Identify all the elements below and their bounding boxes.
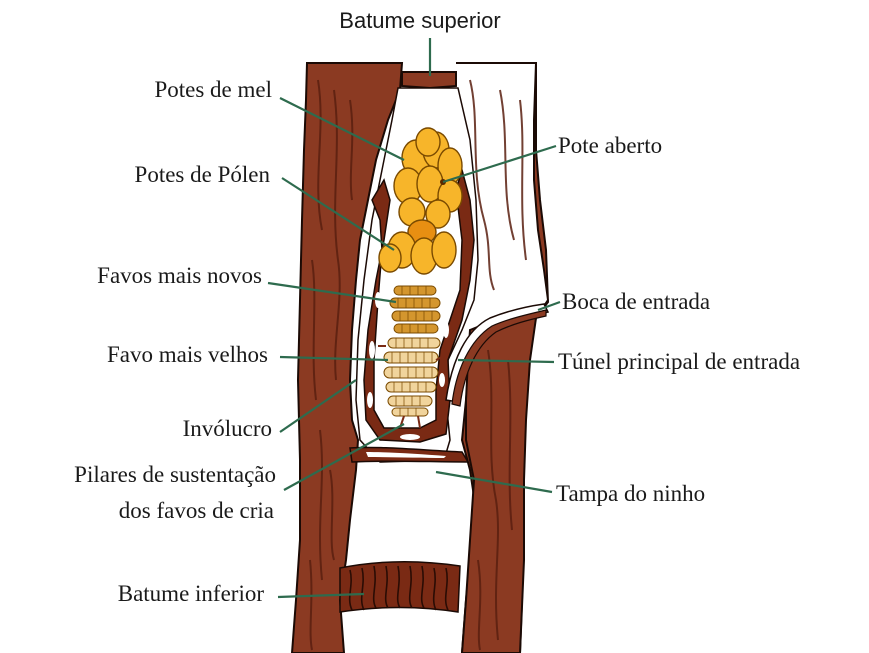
label-batume-inferior: Batume inferior xyxy=(118,581,265,606)
label-involucro: Invólucro xyxy=(183,416,272,441)
label-boca-de-entrada: Boca de entrada xyxy=(562,289,710,314)
label-potes-de-mel: Potes de mel xyxy=(154,77,272,102)
label-favos-mais-novos: Favos mais novos xyxy=(97,263,262,288)
label-favo-mais-velhos: Favo mais velhos xyxy=(107,342,268,367)
label-batume-superior: Batume superior xyxy=(339,8,500,33)
label-pote-aberto: Pote aberto xyxy=(558,133,662,158)
label-tampa-do-ninho: Tampa do ninho xyxy=(556,481,705,506)
label-tunel-principal: Túnel principal de entrada xyxy=(558,349,800,374)
nest-cover xyxy=(350,447,468,462)
trunk-right-outer xyxy=(462,318,536,653)
label-potes-de-polen: Potes de Pólen xyxy=(135,162,271,187)
label-pilares-line1: Pilares de sustentação xyxy=(74,462,276,487)
label-pilares-line2: dos favos de cria xyxy=(119,498,274,523)
lower-batume xyxy=(340,562,460,612)
